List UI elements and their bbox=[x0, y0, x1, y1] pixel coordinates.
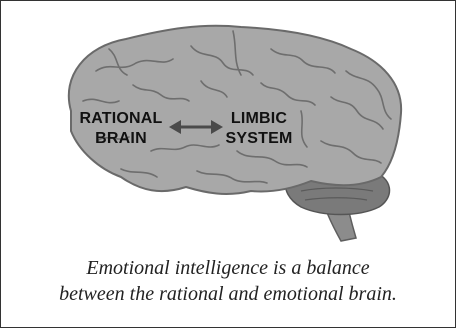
caption-line-1: Emotional intelligence is a balance bbox=[1, 255, 455, 281]
rational-brain-label-line1: RATIONAL bbox=[79, 110, 162, 127]
limbic-system-label-line1: LIMBIC bbox=[231, 110, 288, 127]
brain-illustration: RATIONAL BRAIN LIMBIC SYSTEM bbox=[1, 1, 455, 253]
caption-line-2: between the rational and emotional brain… bbox=[1, 281, 455, 307]
limbic-system-label-line2: SYSTEM bbox=[226, 130, 293, 147]
figure-caption: Emotional intelligence is a balance betw… bbox=[1, 255, 455, 307]
rational-brain-label-line2: BRAIN bbox=[95, 130, 147, 147]
